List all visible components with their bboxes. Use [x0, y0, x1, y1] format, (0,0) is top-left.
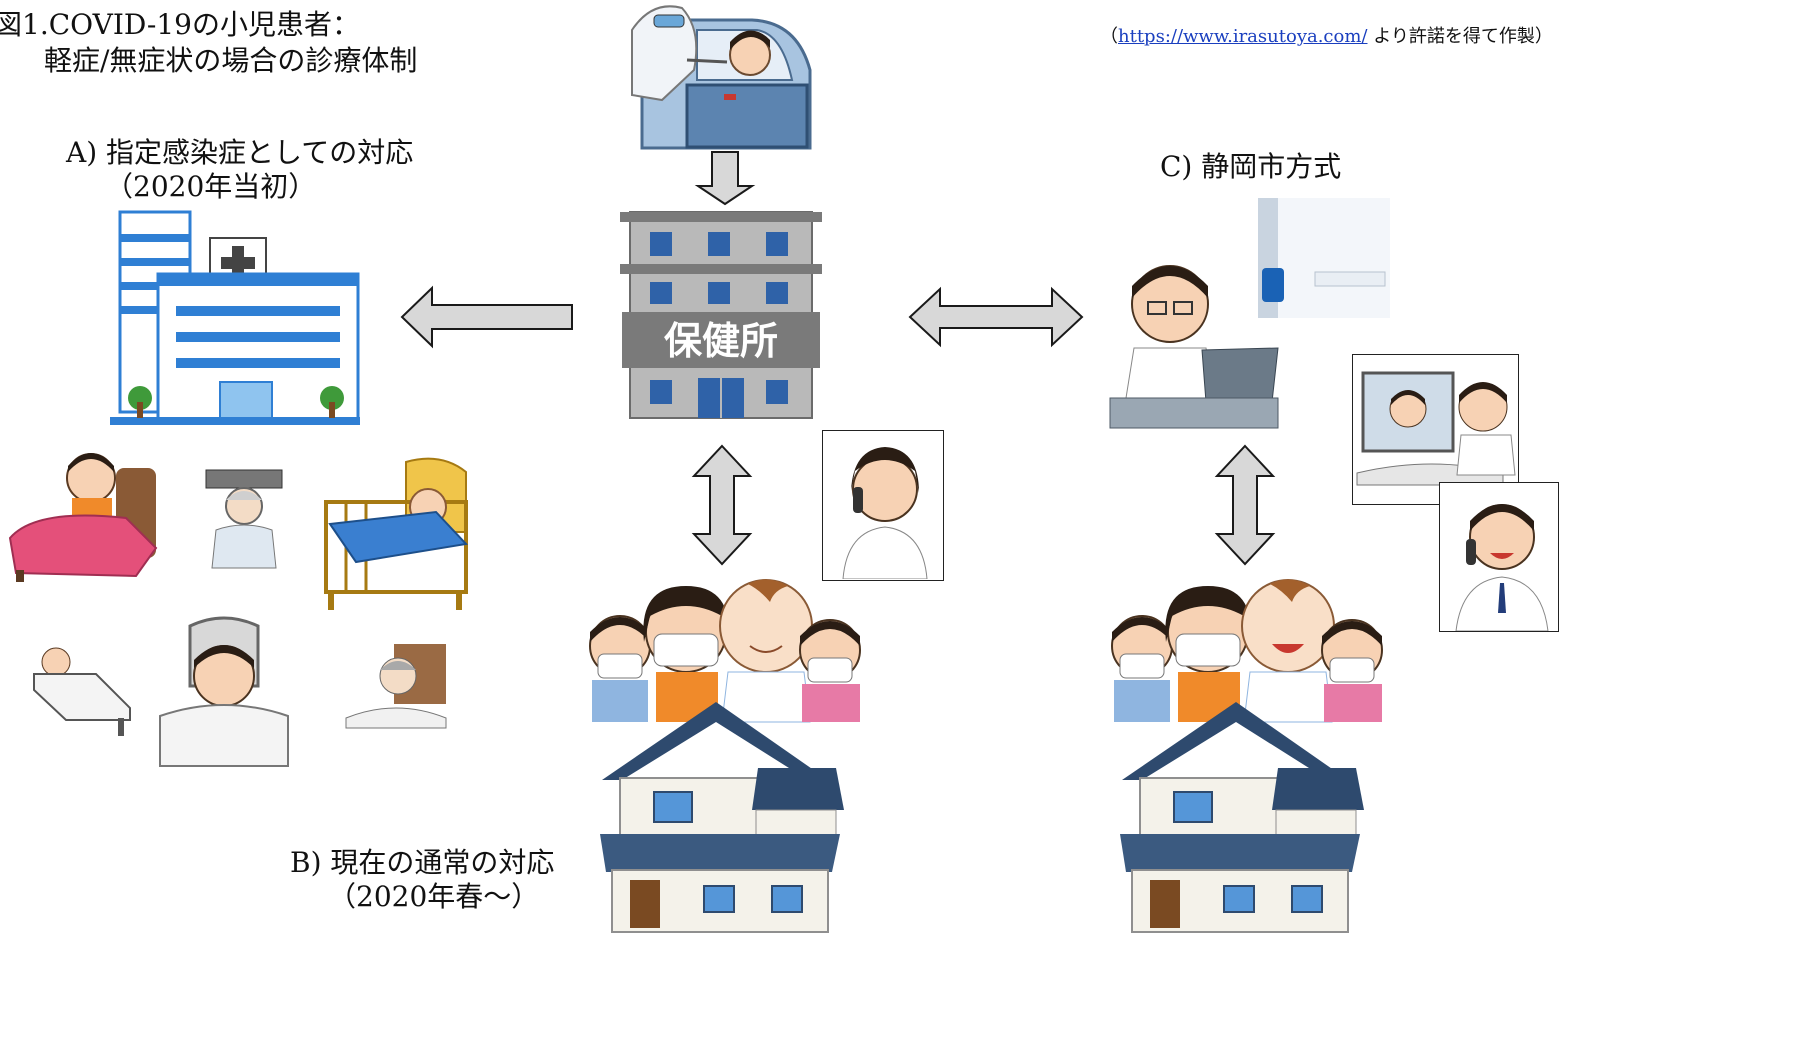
family-with-masks-illustration-b — [589, 579, 861, 723]
section-b-title: B) 現在の通常の対応 — [290, 846, 555, 879]
image-credit: （https://www.irasutoya.com/ より許諾を得て作製） — [1100, 26, 1553, 47]
elderly-patient-in-bed-illustration — [205, 469, 283, 569]
doctor-on-phone-illustration — [1455, 504, 1549, 632]
baby-in-crib-illustration — [324, 457, 469, 610]
drive-through-test-illustration — [631, 5, 812, 150]
elderly-woman-in-bed-illustration — [345, 644, 447, 729]
nurse-on-phone-illustration — [842, 447, 928, 580]
credit-link[interactable]: https://www.irasutoya.com/ — [1118, 26, 1368, 47]
house-illustration-b — [600, 702, 844, 933]
arrow-double-health-center-family — [691, 444, 753, 566]
arrow-down-test-to-health-center — [694, 151, 756, 206]
health-center-building: 保健所 — [620, 211, 822, 419]
section-a-title: A) 指定感染症としての対応 — [66, 136, 414, 169]
section-b-subtitle: （2020年春～） — [328, 880, 540, 913]
health-center-sign: 保健所 — [664, 319, 778, 363]
figure-number: 図1. — [0, 8, 49, 41]
figure-title-line2: 軽症/無症状の場合の診療体制 — [44, 44, 418, 77]
arrow-double-clinic-family — [1214, 444, 1276, 566]
section-c-title: C) 静岡市方式 — [1160, 150, 1342, 183]
arrow-double-health-center-clinic — [908, 286, 1084, 348]
video-consultation-frame — [1352, 354, 1519, 505]
doctor-at-desk-illustration — [1109, 198, 1390, 429]
section-a-subtitle: （2020年当初） — [105, 170, 317, 203]
child-in-hospital-bed-illustration — [159, 616, 289, 767]
arrow-left-to-hospital — [400, 285, 573, 349]
house-illustration-c — [1120, 702, 1364, 933]
hospital-building — [110, 210, 360, 425]
nurse-on-phone-frame — [822, 430, 944, 581]
doctor-on-phone-frame — [1439, 482, 1559, 632]
child-waking-in-bed-illustration — [8, 453, 158, 582]
family-with-masks-illustration-c — [1111, 579, 1383, 723]
video-consultation-illustration — [1356, 371, 1516, 486]
patient-sleeping-in-bed-illustration — [33, 647, 131, 736]
figure-title-line1: 図1.COVID-19の小児患者： — [0, 8, 360, 42]
